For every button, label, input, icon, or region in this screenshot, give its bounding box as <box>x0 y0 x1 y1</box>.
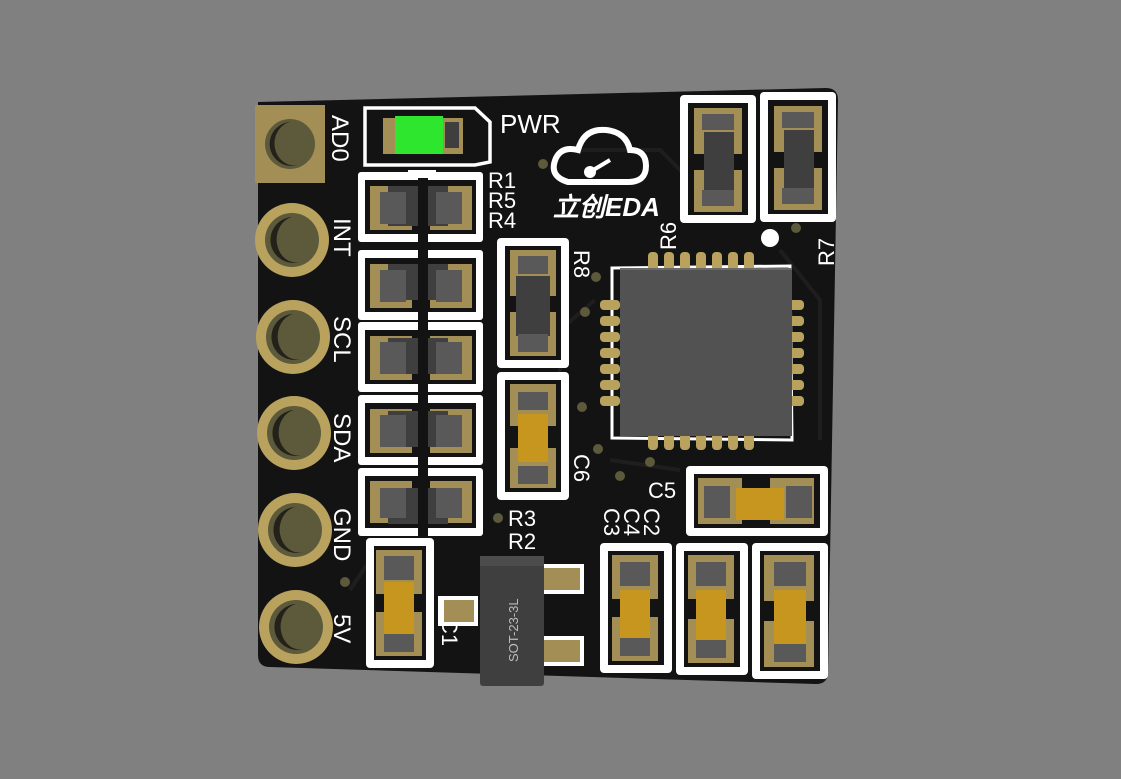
pin-int <box>255 203 329 277</box>
designator-r7: R7 <box>814 238 839 266</box>
capacitor-c5 <box>686 466 828 536</box>
pwr-label: PWR <box>500 109 561 139</box>
designator-r6: R6 <box>656 222 681 250</box>
header-pins <box>255 105 333 664</box>
pin1-marker-dot <box>761 229 779 247</box>
resistor-r7 <box>760 92 836 222</box>
pin-label-gnd: GND <box>328 508 355 561</box>
designator-c2: C2 <box>639 508 664 536</box>
pin-label-scl: SCL <box>328 316 355 363</box>
qfn-ic <box>600 252 804 450</box>
pin-label-ad0: AD0 <box>326 115 353 162</box>
pin-5v <box>259 590 333 664</box>
logo-text: 立创EDA <box>553 192 660 222</box>
capacitor-c1 <box>366 538 434 668</box>
resistor-array <box>358 168 483 538</box>
regulator-label: SOT-23-3L <box>506 598 521 662</box>
pin-scl <box>256 300 330 374</box>
capacitor-c6 <box>497 372 569 500</box>
lceda-logo: 立创EDA <box>550 126 660 222</box>
designator-r2: R2 <box>508 529 536 554</box>
designator-c6: C6 <box>569 454 594 482</box>
pin-sda <box>257 396 331 470</box>
designator-r3: R3 <box>508 506 536 531</box>
designator-r8: R8 <box>569 250 594 278</box>
resistor-r6 <box>680 95 756 223</box>
designator-c5: C5 <box>648 478 676 503</box>
designator-r4: R4 <box>488 208 516 233</box>
pin-gnd <box>258 493 332 567</box>
cloud-icon <box>550 126 650 185</box>
capacitor-c3 <box>600 543 672 673</box>
designator-r5: R5 <box>488 188 516 213</box>
pwr-led <box>363 106 492 167</box>
pin-label-int: INT <box>328 218 355 257</box>
sot23-regulator: SOT-23-3L <box>438 556 584 686</box>
pin-label-5v: 5V <box>328 614 355 643</box>
designator-c3: C3 <box>599 508 624 536</box>
vias <box>340 159 801 587</box>
resistor-r1 <box>358 172 483 242</box>
designator-r1: R1 <box>488 168 516 193</box>
capacitor-c2 <box>752 543 828 679</box>
resistor-r8 <box>497 238 569 368</box>
capacitor-c4 <box>676 543 748 675</box>
pin-label-sda: SDA <box>328 413 355 462</box>
designator-c4: C4 <box>619 508 644 536</box>
pin-label-group: AD0 INT SCL SDA GND 5V <box>326 115 355 643</box>
pin-ad0 <box>255 105 325 183</box>
